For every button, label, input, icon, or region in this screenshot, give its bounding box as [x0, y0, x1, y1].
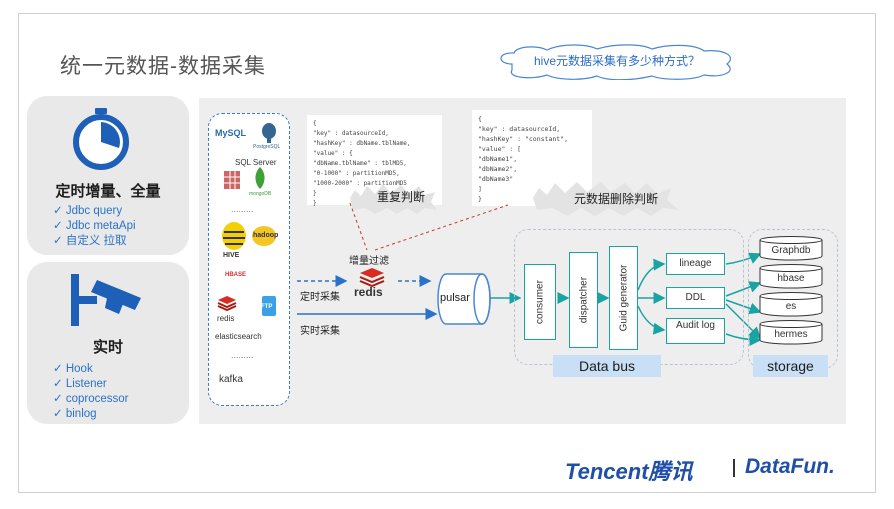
redis-filter-icon — [359, 268, 385, 288]
mysql-logo: MySQL — [215, 128, 247, 138]
mongodb-label: mongoDB — [249, 191, 272, 197]
datafun-logo: DataFun. — [745, 455, 835, 478]
scheduled-title: 定时增量、全量 — [55, 183, 161, 200]
graphdb-label: Graphdb — [771, 245, 811, 256]
realtime-title: 实时 — [92, 339, 123, 356]
scheduled-card: 定时增量、全量 Jdbc query Jdbc metaApi 自定义 拉取 — [27, 96, 189, 255]
dedup-cloud — [350, 184, 437, 214]
slide-title: 统一元数据-数据采集 — [60, 55, 266, 78]
storage-cylinders — [759, 236, 823, 345]
scheduled-collect-label: 定时采集 — [300, 292, 340, 303]
ddl-box: DDL — [666, 287, 725, 309]
pulsar-cylinder — [437, 273, 491, 325]
hive-label: HIVE — [223, 252, 240, 259]
realtime-list: Hook Listener coprocessor binlog — [53, 362, 129, 422]
storage-label: storage — [753, 355, 828, 377]
ftp-icon — [262, 296, 276, 316]
slide-frame — [18, 13, 876, 493]
realtime-card: 实时 Hook Listener coprocessor binlog — [27, 262, 189, 424]
elasticsearch-label: elasticsearch — [215, 332, 262, 341]
incremental-filter-label: 增量过滤 — [349, 256, 389, 267]
database-grid-icon — [224, 171, 240, 189]
stopwatch-icon — [73, 108, 129, 170]
redis-icon — [217, 296, 237, 312]
ftp-label: FTP — [261, 304, 273, 310]
hadoop-elephant-icon — [252, 226, 276, 246]
hermes-label: hermes — [774, 329, 808, 340]
list-item: Jdbc query — [53, 204, 136, 219]
hadoop-label: hadoop — [253, 232, 279, 239]
redis-label: redis — [217, 314, 235, 323]
consumer-box: consumer — [524, 264, 556, 340]
guid-generator-box: Guid generator — [609, 246, 638, 350]
realtime-collect-label: 实时采集 — [300, 326, 340, 337]
pulsar-label: pulsar — [440, 292, 470, 304]
postgresql-label: PostgreSQL — [253, 144, 281, 150]
sqlserver-label: SQL Server — [235, 158, 277, 167]
lineage-box: lineage — [666, 253, 725, 275]
hbase-store-label: hbase — [777, 273, 805, 284]
hbase-label: HBASE — [225, 272, 247, 278]
list-item: binlog — [53, 407, 128, 422]
logo-separator — [733, 459, 735, 477]
datasource-box: MySQL PostgreSQL SQL Server mongoDB ....… — [208, 113, 290, 406]
question-cloud — [500, 44, 732, 80]
delete-check-cloud — [533, 182, 679, 216]
list-item: Jdbc metaApi — [53, 219, 136, 234]
es-label: es — [785, 301, 797, 312]
list-item: coprocessor — [53, 392, 129, 407]
scheduled-list: Jdbc query Jdbc metaApi 自定义 拉取 — [53, 204, 136, 249]
redis-filter-label: redis — [354, 285, 383, 299]
mongodb-leaf-icon — [255, 167, 265, 189]
delete-check-caption: 元数据删除判断 — [574, 192, 659, 206]
data-bus-label: Data bus — [553, 355, 661, 377]
list-item: 自定义 拉取 — [53, 234, 136, 249]
question-text: hive元数据采集有多少种方式？ — [533, 54, 700, 68]
hive-bee-icon — [222, 222, 246, 250]
kafka-label: kafka — [219, 374, 243, 385]
postgresql-icon — [262, 123, 276, 143]
tencent-logo: Tencent腾讯 — [565, 459, 693, 484]
list-item: Hook — [53, 362, 128, 377]
camera-icon — [71, 274, 141, 326]
list-item: Listener — [53, 377, 128, 392]
audit-log-box: Audit log — [666, 318, 725, 344]
dedup-caption: 重复判断 — [377, 190, 426, 204]
dispatcher-box: dispatcher — [569, 252, 598, 348]
